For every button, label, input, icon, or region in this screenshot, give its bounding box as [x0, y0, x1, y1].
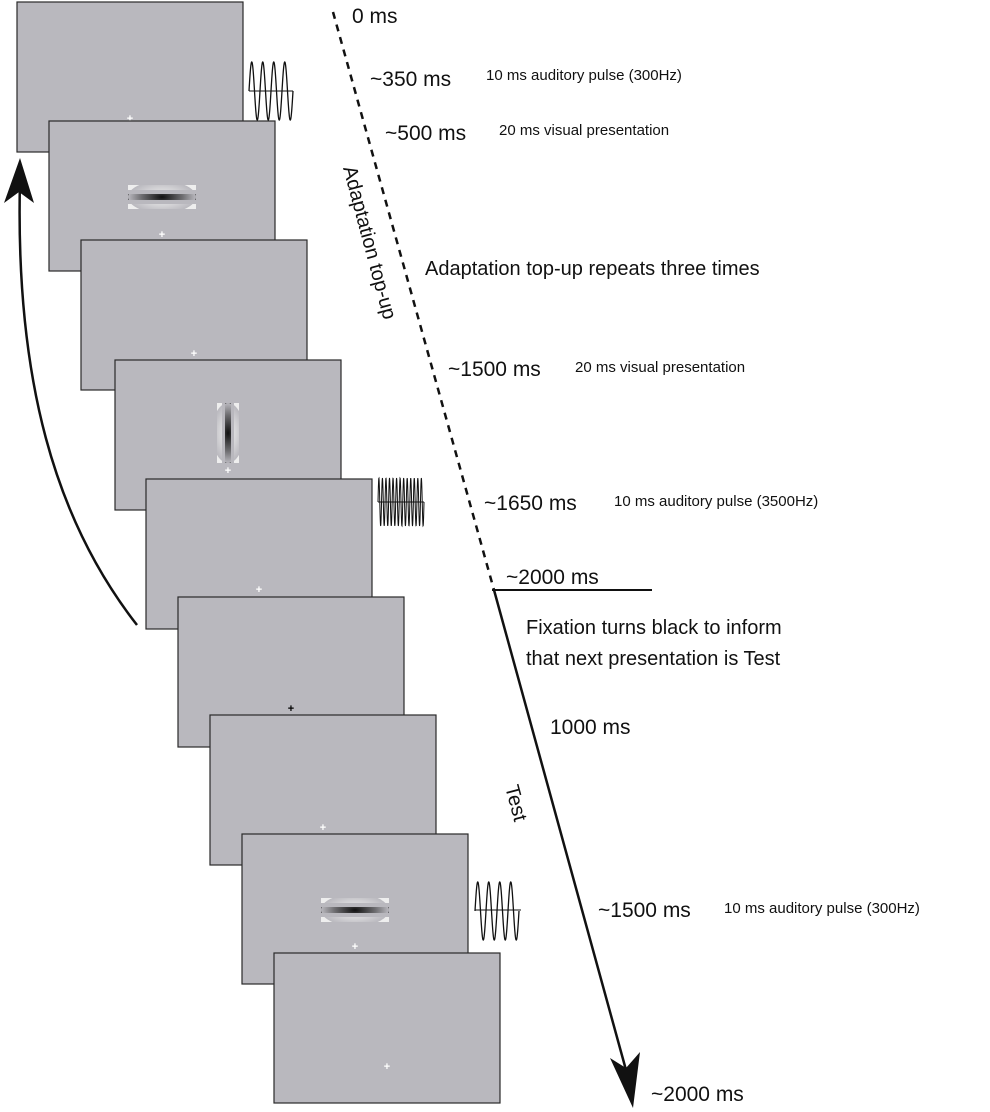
- screen-9: +: [273, 952, 501, 1104]
- event-description: 20 ms visual presentation: [575, 359, 745, 376]
- fixation-cross: +: [320, 822, 326, 834]
- time-label: ~1650 ms: [484, 492, 577, 515]
- time-label: ~350 ms: [370, 68, 451, 91]
- fixation-note-line2: that next presentation is Test: [526, 648, 781, 670]
- horizontal-gabor: [321, 894, 389, 926]
- screen-frame: [273, 952, 501, 1104]
- time-label: ~1500 ms: [448, 358, 541, 381]
- time-label: ~1500 ms: [598, 899, 691, 922]
- vertical-gabor: [212, 403, 244, 463]
- fixation-cross: +: [191, 348, 197, 360]
- event-description: 10 ms auditory pulse (300Hz): [724, 900, 920, 917]
- repeat-arrow-line: [18, 179, 138, 626]
- fixation-cross: +: [225, 465, 231, 477]
- time-label: 1000 ms: [550, 716, 631, 739]
- fixation-note-line1: Fixation turns black to inform: [526, 617, 782, 639]
- repeat-note: Adaptation top-up repeats three times: [425, 258, 760, 280]
- timeline-arrow-head: [610, 1052, 640, 1108]
- time-label: ~2000 ms: [506, 566, 599, 589]
- repeat-arrow-head: [4, 158, 34, 203]
- fixation-cross: +: [127, 113, 133, 125]
- time-label: 0 ms: [352, 5, 398, 28]
- horizontal-gabor: [128, 181, 196, 213]
- tone-300hz-icon: [248, 61, 294, 121]
- fixation-cross: +: [159, 229, 165, 241]
- timeline-adaptation-dashed: [331, 11, 496, 591]
- phase-label-adaptation: Adaptation top-up: [338, 164, 400, 322]
- timeline-test-solid: [492, 589, 628, 1071]
- fixation-cross: +: [384, 1061, 390, 1073]
- time-label: ~500 ms: [385, 122, 466, 145]
- timeline-labels: 0 ms ~350 ms 10 ms auditory pulse (300Hz…: [352, 5, 920, 1106]
- tone-300hz-icon: [474, 881, 521, 941]
- fixation-cross-black: +: [288, 703, 294, 715]
- event-description: 10 ms auditory pulse (300Hz): [486, 67, 682, 84]
- event-description: 10 ms auditory pulse (3500Hz): [614, 493, 818, 510]
- screen-stack: + + +: [16, 1, 501, 1104]
- fixation-cross: +: [352, 941, 358, 953]
- event-description: 20 ms visual presentation: [499, 122, 669, 139]
- fixation-cross: +: [256, 584, 262, 596]
- time-label: ~2000 ms: [651, 1083, 744, 1106]
- tone-3500hz-icon: [377, 476, 425, 528]
- phase-label-test: Test: [500, 783, 531, 825]
